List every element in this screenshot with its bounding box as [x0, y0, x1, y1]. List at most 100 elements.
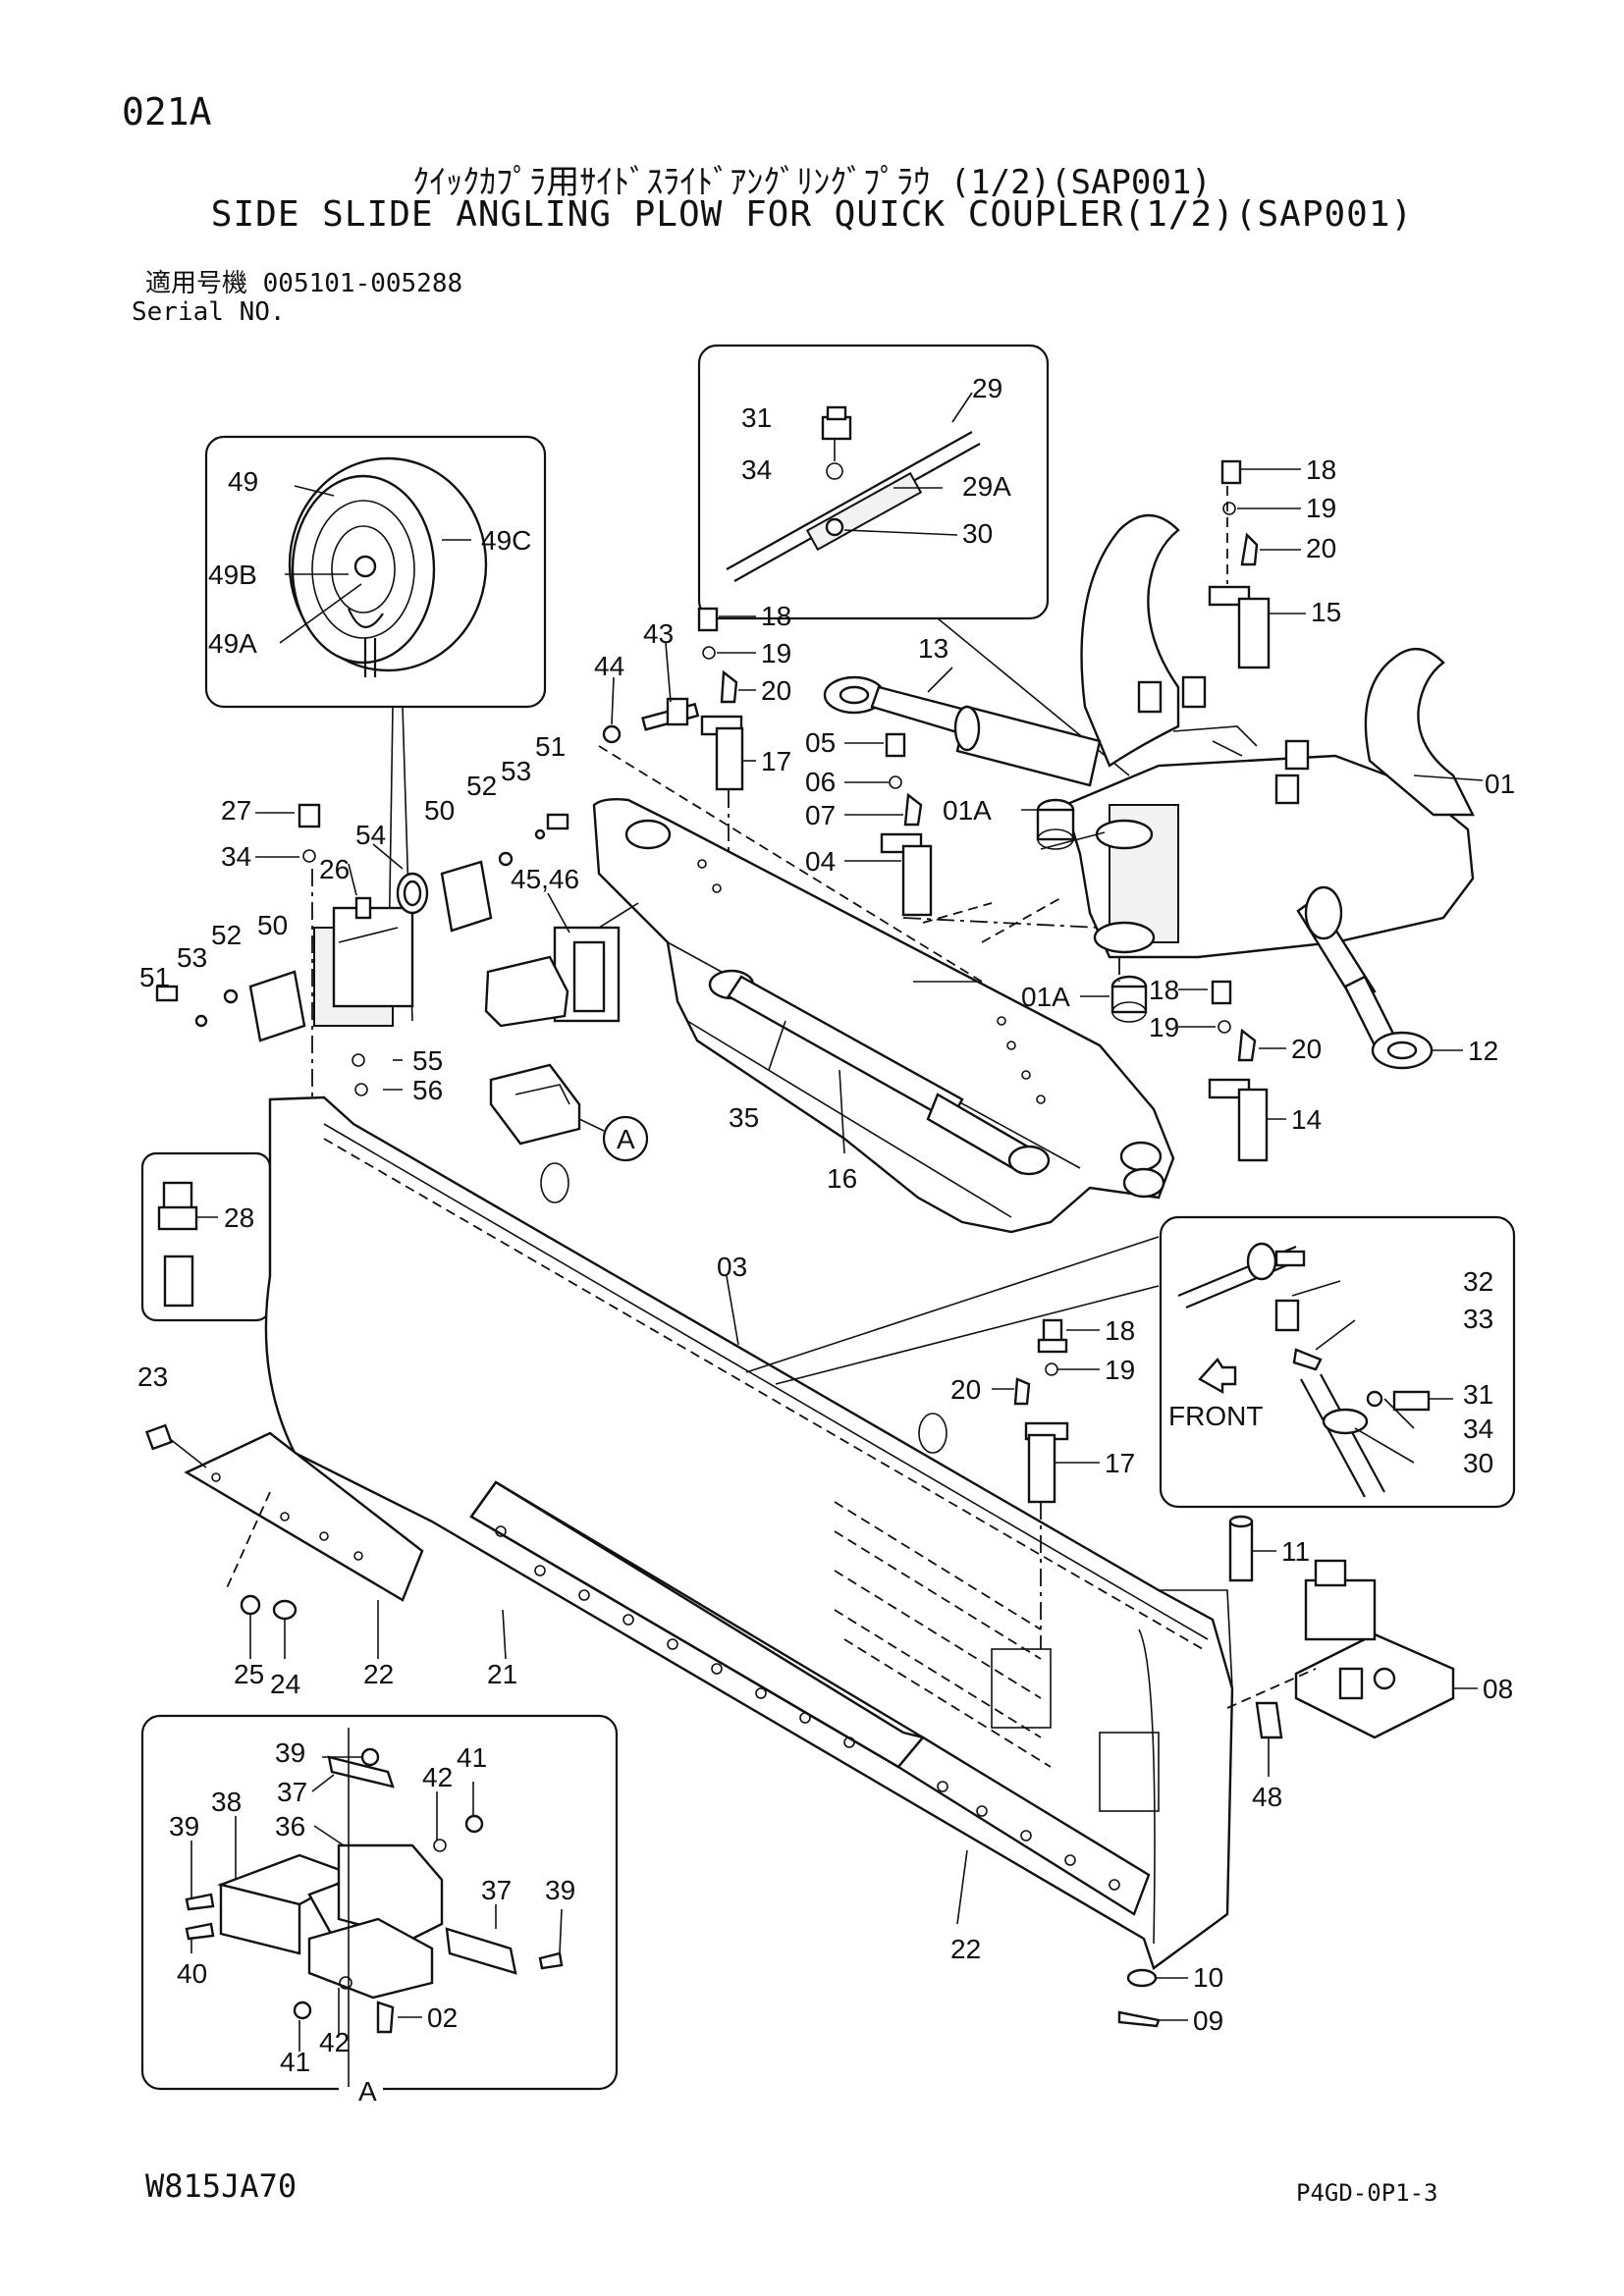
detail-a-box	[140, 1714, 619, 2091]
callout-22-right: 22	[950, 1934, 981, 1964]
callout-31-top: 31	[741, 402, 772, 433]
callout-12: 12	[1468, 1036, 1498, 1066]
wear-pads-45-46	[484, 892, 639, 1028]
callout-38: 38	[211, 1787, 242, 1817]
left-end-plate	[144, 1423, 424, 1659]
callout-50-left: 50	[257, 910, 288, 940]
cutting-edge-22-right	[896, 1735, 1151, 1925]
callout-43: 43	[643, 618, 674, 649]
quick-coupler-frame	[1063, 513, 1484, 959]
washer-10	[1126, 1968, 1158, 1988]
callout-45-46: 45,46	[511, 864, 579, 894]
callout-39-a: 39	[275, 1737, 305, 1768]
callout-37-a: 37	[277, 1777, 307, 1807]
callout-35: 35	[729, 1102, 759, 1133]
callout-23: 23	[137, 1362, 168, 1392]
callout-29: 29	[972, 373, 1002, 403]
callout-25: 25	[234, 1659, 264, 1689]
bracket-08-assembly	[1226, 1515, 1478, 1777]
callout-34-top: 34	[741, 454, 772, 485]
callout-53-left: 53	[177, 942, 207, 973]
callout-14: 14	[1291, 1104, 1322, 1135]
callout-42-b: 42	[319, 2027, 350, 2057]
callout-54: 54	[355, 820, 386, 850]
callout-56: 56	[412, 1075, 443, 1105]
callout-03: 03	[717, 1252, 747, 1282]
callout-20-a: 20	[1306, 533, 1336, 563]
lamp-bulb	[353, 555, 377, 578]
callout-19-d: 19	[1105, 1355, 1135, 1385]
callout-48: 48	[1252, 1782, 1282, 1812]
callout-24: 24	[270, 1669, 300, 1699]
callout-05: 05	[805, 727, 836, 758]
callout-16: 16	[827, 1163, 857, 1194]
callout-10: 10	[1193, 1962, 1223, 1993]
callout-26: 26	[319, 854, 350, 884]
pin-17-top-assembly	[697, 607, 756, 982]
callout-39-c: 39	[545, 1875, 575, 1905]
callout-27: 27	[221, 795, 251, 826]
callout-07: 07	[805, 800, 836, 830]
block-a-reference	[489, 1063, 649, 1162]
pin-04-assembly	[844, 732, 933, 917]
callout-18-a: 18	[1306, 454, 1336, 485]
title-english: SIDE SLIDE ANGLING PLOW FOR QUICK COUPLE…	[210, 194, 1414, 235]
serial-range: 適用号機 005101-005288	[145, 269, 463, 298]
callout-13: 13	[918, 633, 948, 664]
callout-34-lamp: 34	[221, 841, 251, 872]
callout-34-right: 34	[1463, 1414, 1493, 1444]
callout-08: 08	[1483, 1674, 1513, 1704]
page-code: 021A	[122, 90, 212, 133]
callout-view-a: A	[358, 2076, 377, 2107]
callout-51-left: 51	[139, 962, 170, 992]
callout-20-d: 20	[950, 1374, 981, 1405]
callout-view-a-circle: A	[617, 1124, 635, 1154]
pin-17-lower-assembly	[992, 1318, 1100, 1649]
callout-01: 01	[1485, 769, 1515, 799]
callout-41-a: 41	[457, 1742, 487, 1773]
callout-17-a: 17	[761, 746, 791, 776]
cylinder-13	[823, 667, 1102, 787]
callout-18-b: 18	[1149, 975, 1179, 1005]
cylinder-12	[1296, 885, 1463, 1070]
callout-06: 06	[805, 767, 836, 797]
callout-49: 49	[228, 466, 258, 497]
callout-02: 02	[427, 2002, 458, 2033]
callout-28: 28	[224, 1202, 254, 1233]
callout-32: 32	[1463, 1266, 1493, 1297]
callout-31-right: 31	[1463, 1379, 1493, 1410]
callout-37-b: 37	[481, 1875, 512, 1905]
blade-03	[264, 1095, 1234, 1970]
callout-51-right: 51	[535, 731, 566, 762]
callout-21: 21	[487, 1659, 517, 1689]
pin-15-assembly	[1208, 459, 1306, 669]
callout-39-b: 39	[169, 1811, 199, 1842]
callout-19-a: 19	[1306, 493, 1336, 523]
callout-36: 36	[275, 1811, 305, 1842]
leader-dash	[598, 745, 983, 983]
pin-14-assembly	[1178, 980, 1286, 1162]
callout-01a-top: 01A	[943, 795, 992, 826]
callout-52-right: 52	[466, 771, 497, 801]
callout-22-left: 22	[363, 1659, 394, 1689]
callout-30-right: 30	[1463, 1448, 1493, 1478]
callout-42-a: 42	[422, 1762, 453, 1792]
front-label: FRONT	[1168, 1401, 1263, 1431]
callout-20-c: 20	[761, 675, 791, 706]
bolt-43	[602, 642, 700, 744]
callout-55: 55	[412, 1045, 443, 1076]
callout-50-right: 50	[424, 795, 455, 826]
drawing-number: W815JA70	[145, 2167, 298, 2205]
callout-18-d: 18	[1105, 1315, 1135, 1346]
front-fitting-detail-box	[1159, 1215, 1516, 1509]
callout-49a: 49A	[208, 628, 257, 659]
callout-20-b: 20	[1291, 1034, 1322, 1064]
fitting-detail-box-28	[140, 1138, 315, 1322]
callout-52-left: 52	[211, 920, 242, 950]
cotter-pin-09	[1117, 2010, 1161, 2028]
callout-01a-bottom: 01A	[1021, 982, 1070, 1012]
callout-33: 33	[1463, 1304, 1493, 1334]
callout-09: 09	[1193, 2005, 1223, 2036]
callout-19-c: 19	[761, 638, 791, 668]
